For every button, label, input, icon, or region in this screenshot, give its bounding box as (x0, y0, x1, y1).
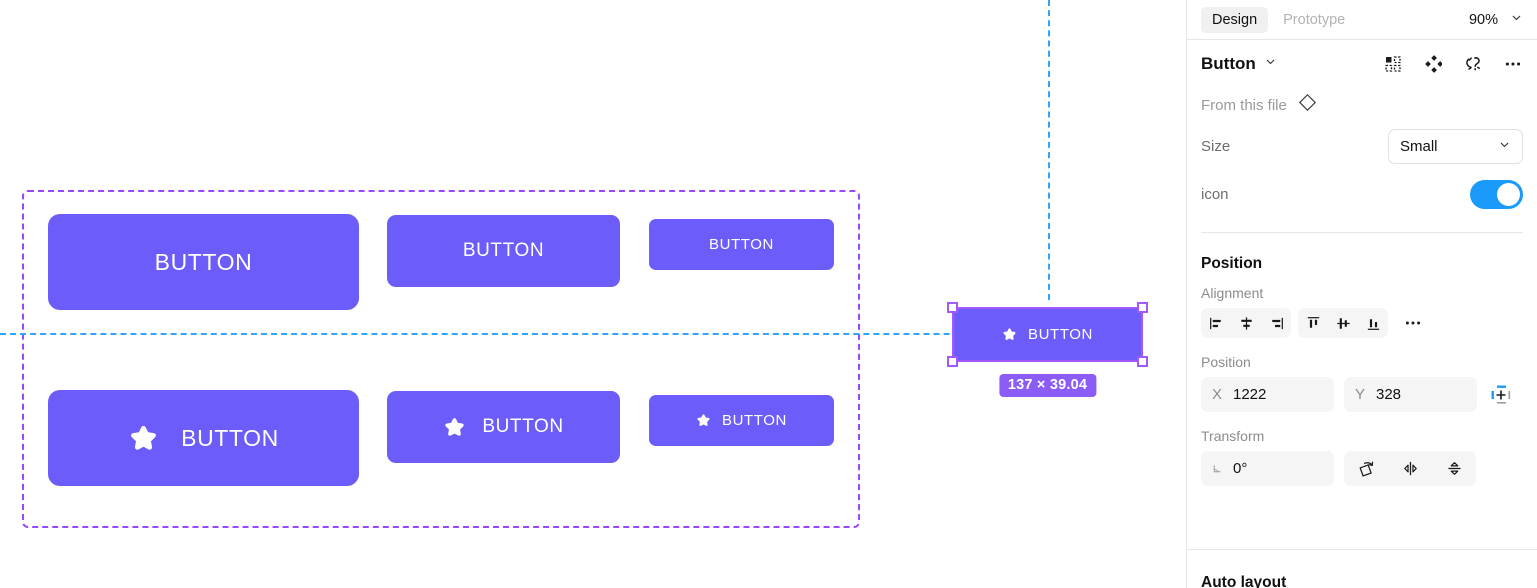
chevron-down-icon (1498, 138, 1511, 155)
position-label: Position (1201, 354, 1251, 370)
transform-controls: 0° (1201, 451, 1523, 486)
rotation-value: 0° (1233, 460, 1248, 477)
button-label: BUTTON (154, 248, 253, 275)
align-vertical-center-icon[interactable] (1328, 308, 1358, 338)
section-divider (1201, 232, 1523, 233)
position-y-input[interactable]: Y 328 (1344, 377, 1477, 412)
dimension-badge: 137 × 39.04 (998, 374, 1097, 397)
button-label: BUTTON (722, 412, 787, 429)
button-label: BUTTON (462, 240, 545, 261)
component-header-row: Button (1201, 40, 1523, 88)
component-name: Button (1201, 54, 1256, 73)
vertical-alignment-guide (1048, 0, 1050, 300)
size-label: Size (1201, 137, 1231, 155)
y-value: 328 (1376, 386, 1402, 403)
alignment-controls (1201, 308, 1523, 354)
vertical-alignment-group (1298, 308, 1388, 338)
horizontal-alignment-group (1201, 308, 1291, 338)
size-select[interactable]: Small (1388, 128, 1523, 164)
position-section-title: Position (1201, 255, 1263, 272)
align-left-icon[interactable] (1201, 308, 1231, 338)
transform-label: Transform (1201, 428, 1265, 444)
canvas-button-small-no-icon[interactable]: BUTTON (649, 219, 834, 270)
x-value: 1222 (1233, 386, 1267, 403)
star-icon (443, 416, 466, 439)
rotation-input[interactable]: 0° (1201, 451, 1334, 486)
chevron-down-icon[interactable] (1510, 11, 1523, 28)
button-label: BUTTON (1028, 326, 1093, 343)
property-row-size: Size Small (1201, 122, 1523, 170)
size-select-value: Small (1400, 137, 1438, 155)
canvas-button-medium-with-icon[interactable]: BUTTON (387, 391, 620, 463)
zoom-level-label: 90% (1468, 11, 1498, 28)
canvas-button-small-with-icon[interactable]: BUTTON (649, 395, 834, 446)
toggle-knob (1497, 182, 1520, 206)
y-label: Y (1355, 386, 1366, 403)
align-top-icon[interactable] (1298, 308, 1328, 338)
selected-button[interactable]: BUTTON (947, 302, 1148, 367)
properties-panel: Design Prototype 90% Button (1186, 0, 1537, 588)
star-icon (128, 423, 159, 454)
button-label: BUTTON (709, 236, 774, 253)
alignment-label: Alignment (1201, 285, 1264, 301)
tab-prototype[interactable]: Prototype (1283, 11, 1346, 28)
section-divider-bottom (1187, 549, 1537, 550)
resize-handle-bottom-left[interactable] (947, 356, 958, 367)
auto-layout-section-title: Auto layout (1201, 574, 1287, 588)
align-horizontal-center-icon[interactable] (1231, 308, 1261, 338)
rotate-icon[interactable] (1344, 451, 1388, 486)
x-label: X (1212, 386, 1223, 403)
canvas-button-large-no-icon[interactable]: BUTTON (48, 214, 359, 310)
align-right-icon[interactable] (1261, 308, 1291, 338)
from-this-file-label: From this file (1201, 96, 1287, 114)
star-icon (696, 413, 711, 428)
more-align-options-icon[interactable] (1397, 308, 1429, 338)
more-options-icon[interactable] (1503, 54, 1523, 74)
component-section: Button (1187, 40, 1537, 486)
constraints-icon[interactable] (1489, 384, 1513, 406)
position-fields: X 1222 Y 328 (1201, 377, 1523, 428)
angle-icon (1212, 462, 1222, 476)
selected-button-instance[interactable]: BUTTON 137 × 39.04 (947, 302, 1148, 397)
resize-handle-bottom-right[interactable] (1137, 356, 1148, 367)
position-x-input[interactable]: X 1222 (1201, 377, 1334, 412)
canvas-button-medium-no-icon[interactable]: BUTTON (387, 215, 620, 287)
icon-property-label: icon (1201, 185, 1229, 203)
zoom-control[interactable]: 90% (1469, 11, 1523, 28)
resize-handle-top-right[interactable] (1137, 302, 1148, 313)
instance-swap-icon[interactable] (1383, 54, 1403, 74)
canvas-button-large-with-icon[interactable]: BUTTON (48, 390, 359, 486)
star-icon (1002, 327, 1017, 342)
component-icon[interactable] (1423, 54, 1443, 74)
component-actions (1383, 54, 1523, 74)
transform-button-group (1344, 451, 1476, 486)
component-diamond-icon (1297, 92, 1318, 118)
panel-tab-bar: Design Prototype 90% (1187, 0, 1537, 40)
icon-toggle[interactable] (1470, 179, 1523, 209)
button-label: BUTTON (482, 416, 564, 437)
flip-vertical-icon[interactable] (1432, 451, 1476, 486)
design-canvas[interactable]: BUTTON BUTTON BUTTON BUTTON BUTTON (0, 0, 1186, 588)
button-label: BUTTON (181, 424, 279, 451)
flip-horizontal-icon[interactable] (1388, 451, 1432, 486)
align-bottom-icon[interactable] (1358, 308, 1388, 338)
horizontal-alignment-guide (0, 333, 1050, 335)
from-this-file-row[interactable]: From this file (1201, 88, 1523, 122)
property-row-icon: icon (1201, 170, 1523, 218)
resize-handle-top-left[interactable] (947, 302, 958, 313)
button-variants-frame[interactable] (22, 190, 860, 528)
detach-instance-icon[interactable] (1463, 54, 1483, 74)
chevron-down-icon[interactable] (1264, 55, 1277, 73)
tab-design[interactable]: Design (1201, 6, 1269, 33)
